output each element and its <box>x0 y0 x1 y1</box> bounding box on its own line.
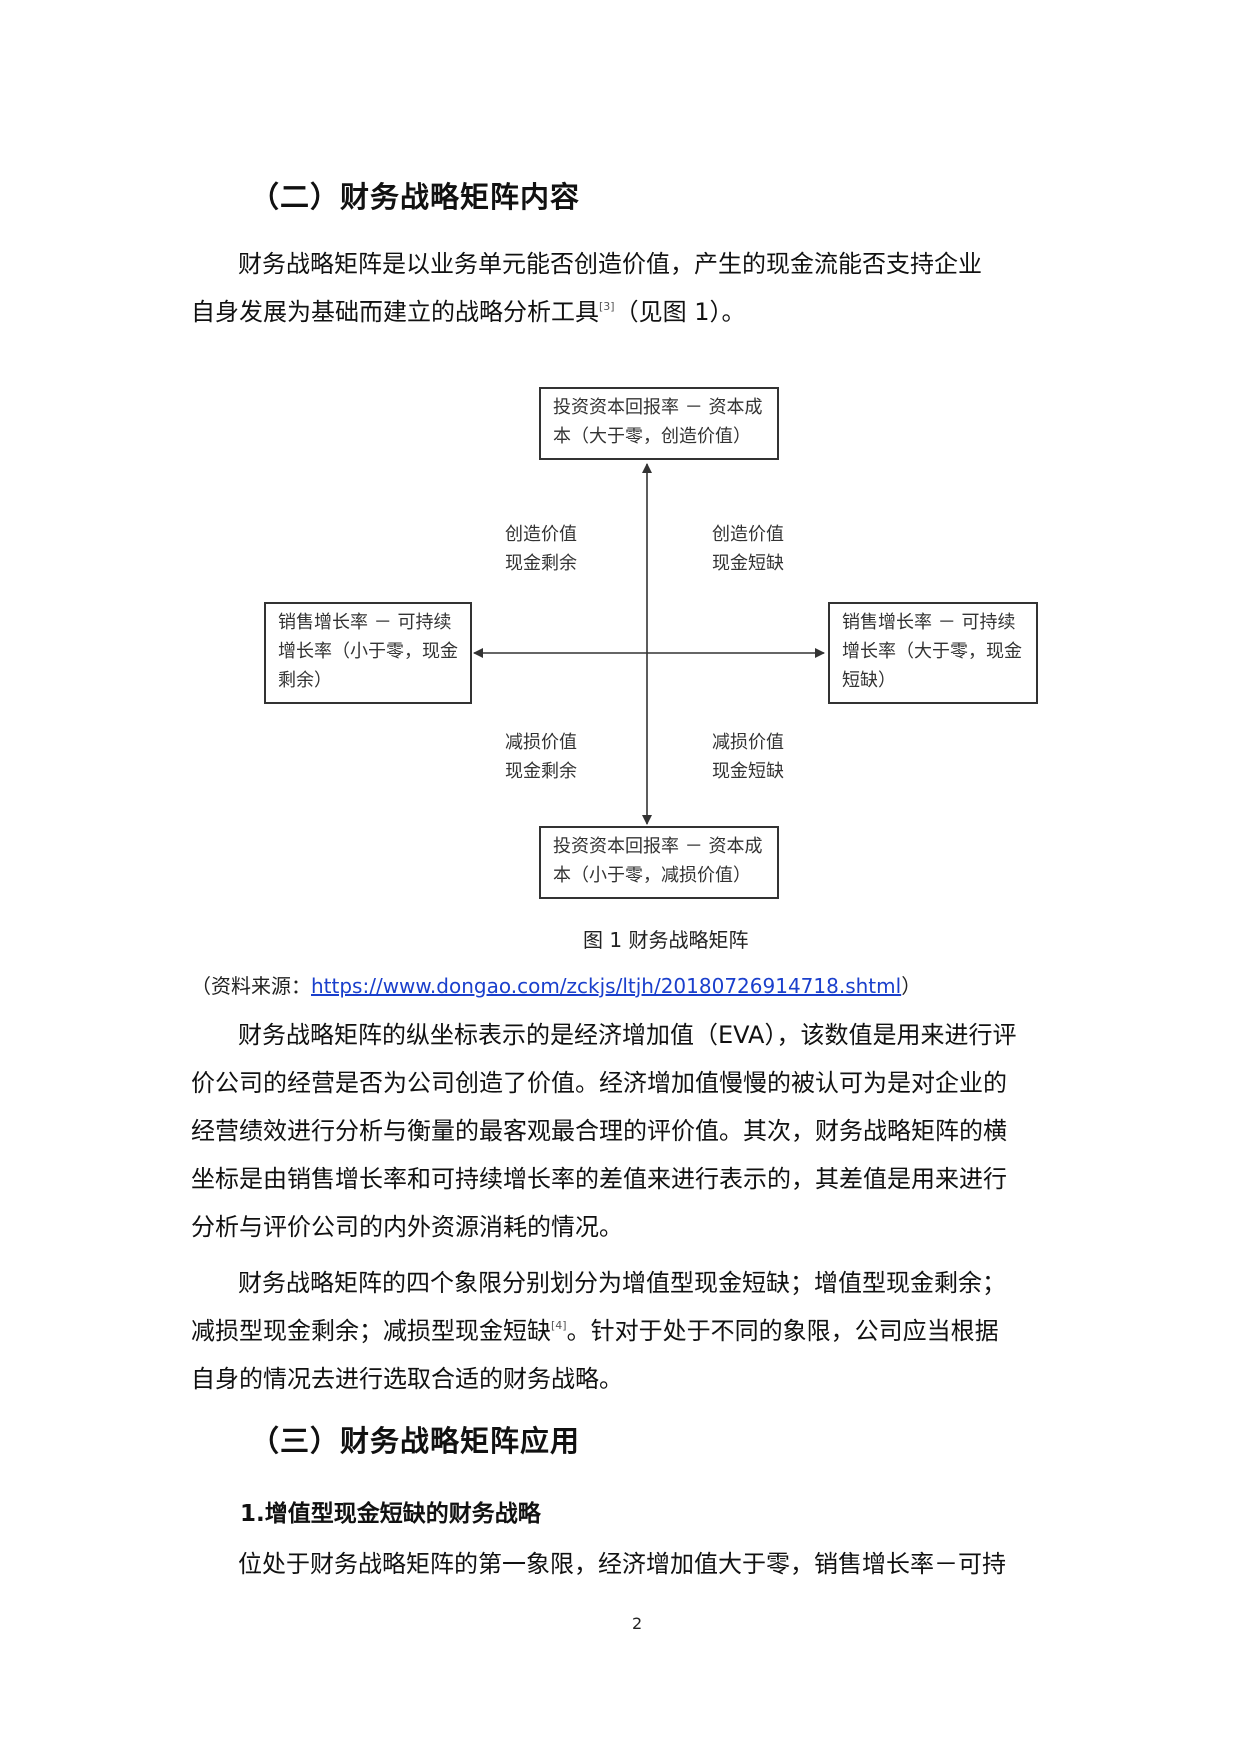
top-box-line-2: 本（大于零，创造价值） <box>553 426 751 447</box>
eva-line-5: 分析与评价公司的内外资源消耗的情况。 <box>191 1213 623 1241</box>
section-heading-3: （三）财务战略矩阵应用 <box>250 1424 581 1458</box>
eva-line-1: 财务战略矩阵的纵坐标表示的是经济增加值（EVA），该数值是用来进行评 <box>238 1021 1017 1049</box>
citation-4[interactable]: [4] <box>551 1319 567 1332</box>
top-box-line-1: 投资资本回报率 － 资本成 <box>553 397 763 418</box>
bottom-box-line-1: 投资资本回报率 － 资本成 <box>553 836 763 857</box>
intro-line-1: 财务战略矩阵是以业务单元能否创造价值，产生的现金流能否支持企业 <box>238 250 982 278</box>
subsection-heading-1: 1.增值型现金短缺的财务战略 <box>240 1501 541 1527</box>
quadrant-top-right-line-2: 现金短缺 <box>712 553 784 574</box>
intro-line-2: 自身发展为基础而建立的战略分析工具[3]（见图 1）。 <box>191 288 1051 336</box>
bottom-box-line-2: 本（小于零，减损价值） <box>553 865 751 886</box>
quadrant-bottom-right-label: 减损价值 现金短缺 <box>712 728 784 786</box>
bottom-axis-box: 投资资本回报率 － 资本成 本（小于零，减损价值） <box>539 826 779 899</box>
quadrant-top-left-line-2: 现金剩余 <box>505 553 577 574</box>
eva-line-2: 价公司的经营是否为公司创造了价值。经济增加值慢慢的被认可为是对企业的 <box>191 1069 1007 1097</box>
page-number: 2 <box>632 1614 643 1633</box>
quadrants-line-2-a: 减损型现金剩余；减损型现金短缺 <box>191 1317 551 1345</box>
figure-caption: 图 1 财务战略矩阵 <box>583 928 749 952</box>
top-axis-box: 投资资本回报率 － 资本成 本（大于零，创造价值） <box>539 387 779 460</box>
source-prefix: （资料来源： <box>191 974 311 998</box>
quadrant-bottom-left-line-1: 减损价值 <box>505 732 577 753</box>
quadrant-bottom-left-line-2: 现金剩余 <box>505 761 577 782</box>
eva-paragraph: 财务战略矩阵的纵坐标表示的是经济增加值（EVA），该数值是用来进行评 价公司的经… <box>191 1011 1051 1251</box>
eva-line-3: 经营绩效进行分析与衡量的最客观最合理的评价值。其次，财务战略矩阵的横 <box>191 1117 1007 1145</box>
source-link[interactable]: https://www.dongao.com/zckjs/ltjh/201807… <box>311 974 902 998</box>
intro-line-2-tail: （见图 1）。 <box>614 298 746 326</box>
quadrants-paragraph: 财务战略矩阵的四个象限分别划分为增值型现金短缺；增值型现金剩余； 减损型现金剩余… <box>191 1259 1051 1403</box>
right-axis-box: 销售增长率 － 可持续 增长率（大于零，现金 短缺） <box>828 602 1038 704</box>
quadrant-top-right-label: 创造价值 现金短缺 <box>712 520 784 578</box>
right-box-line-3: 短缺） <box>842 670 896 691</box>
intro-line-2-text: 自身发展为基础而建立的战略分析工具 <box>191 298 599 326</box>
quadrants-line-2: 减损型现金剩余；减损型现金短缺[4]。针对于处于不同的象限，公司应当根据 <box>191 1307 1051 1355</box>
quadrant-top-right-line-1: 创造价值 <box>712 524 784 545</box>
left-axis-box: 销售增长率 － 可持续 增长率（小于零，现金 剩余） <box>264 602 472 704</box>
quadrant-top-left-line-1: 创造价值 <box>505 524 577 545</box>
right-box-line-2: 增长率（大于零，现金 <box>842 641 1022 662</box>
source-line: （资料来源：https://www.dongao.com/zckjs/ltjh/… <box>191 970 921 999</box>
section-3-paragraph: 位处于财务战略矩阵的第一象限，经济增加值大于零，销售增长率－可持 <box>191 1540 1051 1588</box>
quadrant-top-left-label: 创造价值 现金剩余 <box>505 520 577 578</box>
citation-3[interactable]: [3] <box>599 300 615 313</box>
quadrant-bottom-left-label: 减损价值 现金剩余 <box>505 728 577 786</box>
quadrant-bottom-right-line-2: 现金短缺 <box>712 761 784 782</box>
quadrants-line-2-b: 。针对于处于不同的象限，公司应当根据 <box>566 1317 999 1345</box>
section-3-line-1: 位处于财务战略矩阵的第一象限，经济增加值大于零，销售增长率－可持 <box>238 1550 1006 1578</box>
left-box-line-3: 剩余） <box>278 670 332 691</box>
eva-line-4: 坐标是由销售增长率和可持续增长率的差值来进行表示的，其差值是用来进行 <box>191 1165 1007 1193</box>
section-heading-2: （二）财务战略矩阵内容 <box>250 180 581 214</box>
intro-paragraph: 财务战略矩阵是以业务单元能否创造价值，产生的现金流能否支持企业 自身发展为基础而… <box>191 240 1051 336</box>
quadrant-bottom-right-line-1: 减损价值 <box>712 732 784 753</box>
quadrants-line-3: 自身的情况去进行选取合适的财务战略。 <box>191 1365 623 1393</box>
quadrants-line-1: 财务战略矩阵的四个象限分别划分为增值型现金短缺；增值型现金剩余； <box>238 1269 1006 1297</box>
left-box-line-2: 增长率（小于零，现金 <box>278 641 458 662</box>
source-suffix: ） <box>901 974 922 998</box>
right-box-line-1: 销售增长率 － 可持续 <box>842 612 1016 633</box>
left-box-line-1: 销售增长率 － 可持续 <box>278 612 452 633</box>
